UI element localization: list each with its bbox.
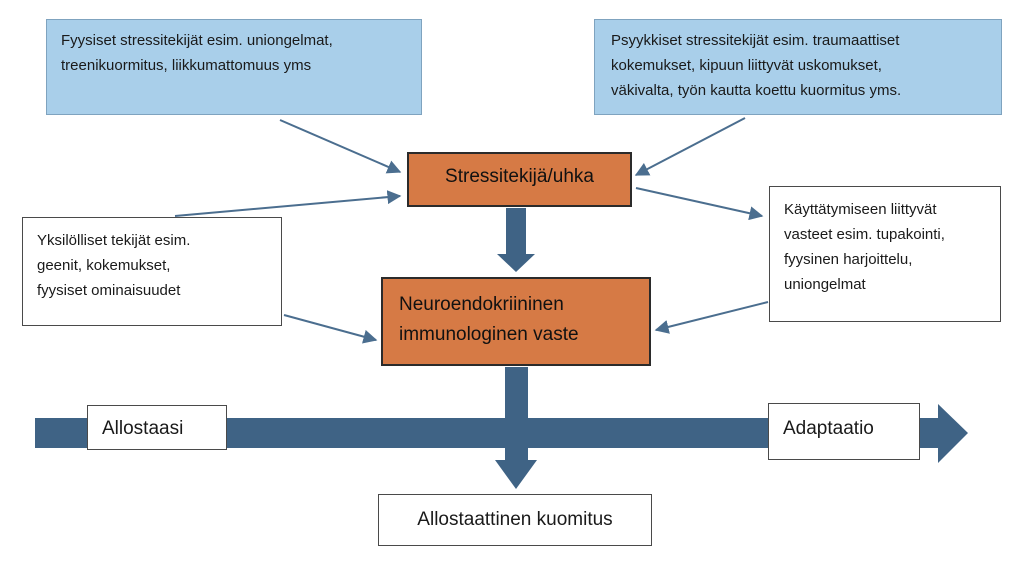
allostasis-adaptation-arrow [35, 404, 968, 463]
behaviour-to-response-arrow [654, 301, 769, 334]
adaptation-box: Adaptaatio [768, 403, 920, 460]
stressor-label: Stressitekijä/uhka [445, 166, 594, 187]
physical-to-stressor-arrow [279, 119, 402, 174]
allostasis-label: Allostaasi [102, 418, 184, 439]
individual-to-response-arrow [283, 314, 378, 344]
allostasis-box: Allostaasi [87, 405, 227, 450]
psychic-to-stressor-arrow [634, 117, 746, 176]
allostatic-load-box: Allostaattinen kuomitus [378, 494, 652, 546]
physical-stressors-line: Fyysiset stressitekijät esim. uniongelma… [61, 32, 333, 49]
stressor-box: Stressitekijä/uhka [407, 152, 632, 207]
individual-factors-line: Yksilölliset tekijät esim. [37, 232, 191, 249]
physical-stressors-box: Fyysiset stressitekijät esim. uniongelma… [46, 19, 422, 115]
adaptation-label: Adaptaatio [783, 418, 874, 439]
physical-stressors-line: treenikuormitus, liikkumattomuus yms [61, 57, 312, 74]
response-line: immunologinen vaste [399, 324, 579, 345]
allostatic-load-label: Allostaattinen kuomitus [417, 509, 613, 530]
psychological-stressors-line: kokemukset, kipuun liittyvät uskomukset, [611, 57, 882, 74]
behavioural-responses-line: fyysinen harjoittelu, [784, 251, 913, 268]
psychological-stressors-box: Psyykkiset stressitekijät esim. traumaat… [594, 19, 1002, 115]
stressor-to-response-arrow [497, 208, 535, 272]
stressor-to-behaviour-arrow [635, 187, 764, 221]
individual-factors-line: fyysiset ominaisuudet [37, 282, 181, 299]
response-line: Neuroendokriininen [399, 294, 564, 315]
psychological-stressors-line: väkivalta, työn kautta koettu kuormitus … [611, 82, 902, 99]
behavioural-responses-line: vasteet esim. tupakointi, [784, 226, 945, 243]
behavioural-responses-line: uniongelmat [784, 276, 866, 293]
individual-to-stressor-arrow [174, 190, 402, 217]
behavioural-responses-line: Käyttätymiseen liittyvät [784, 201, 937, 218]
neuroendocrine-response-box: Neuroendokriininen immunologinen vaste [381, 277, 651, 366]
response-to-load-arrow [495, 367, 537, 489]
psychological-stressors-line: Psyykkiset stressitekijät esim. traumaat… [611, 32, 900, 49]
individual-factors-box: Yksilölliset tekijät esim. geenit, kokem… [22, 217, 282, 326]
behavioural-responses-box: Käyttätymiseen liittyvät vasteet esim. t… [769, 186, 1001, 322]
individual-factors-line: geenit, kokemukset, [37, 257, 171, 274]
